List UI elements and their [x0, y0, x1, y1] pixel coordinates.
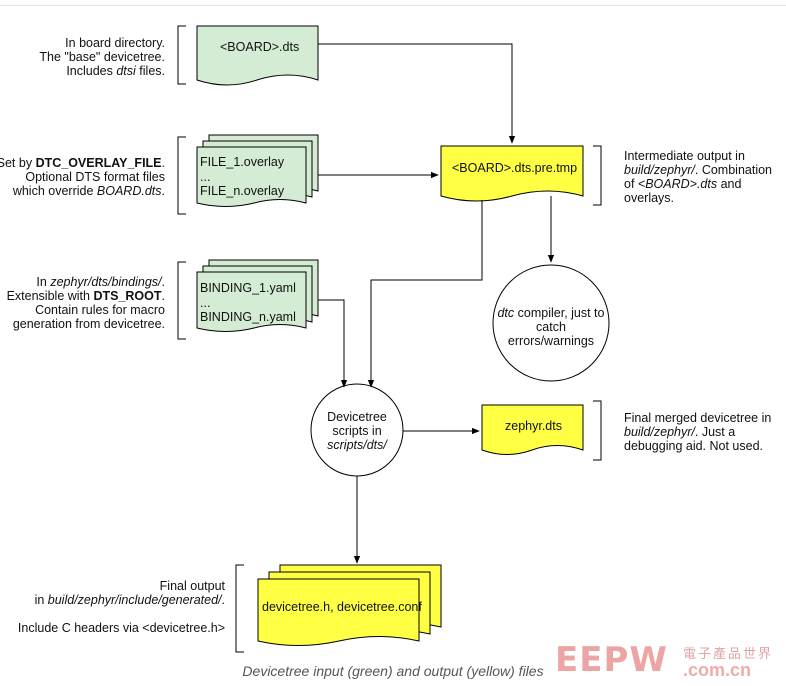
board-note: In board directory.The "base" devicetree…: [39, 36, 165, 78]
pre-tmp-label: <BOARD>.dts.pre.tmp: [452, 161, 578, 175]
zephyr-dts-label: zephyr.dts: [505, 419, 562, 433]
zephyr-dts-shape: [481, 404, 584, 455]
note-line: scripts in: [332, 424, 382, 438]
note-line: errors/warnings: [507, 334, 595, 348]
note-line: which override BOARD.dts.: [12, 184, 165, 198]
board-note-bracket: [177, 25, 186, 85]
note-line: Intermediate output in: [624, 149, 745, 163]
overlay-n-label: FILE_n.overlay: [200, 184, 285, 198]
note-line: Includes dtsi files.: [66, 64, 165, 78]
note-line: debugging aid. Not used.: [624, 439, 763, 453]
note-line: build/zephyr/. Combination: [624, 163, 772, 177]
note-line: overlays.: [624, 191, 675, 205]
top-divider: [0, 5, 786, 6]
board-dts-shape: [196, 25, 319, 86]
eepw-watermark-logo: EEPW 電子產品世界 .com.cn: [555, 640, 785, 684]
note-line: Contain rules for macro: [35, 303, 165, 317]
binding-n-label: BINDING_n.yaml: [200, 310, 296, 324]
arrow-pretmp-to-scripts: [367, 200, 483, 388]
final-output-bracket: [235, 564, 244, 653]
overlay-note: Set by DTC_OVERLAY_FILE.Optional DTS for…: [0, 156, 165, 198]
board-dts-label: <BOARD>.dts: [220, 40, 300, 54]
note-line: Final output: [159, 579, 225, 593]
note-line: of <BOARD>.dts and: [624, 177, 742, 191]
note-line: Include C headers via <devicetree.h>: [17, 621, 225, 635]
overlay-note-bracket: [177, 136, 186, 215]
note-line: Set by DTC_OVERLAY_FILE.: [0, 156, 165, 170]
overlay-stack-front: [196, 146, 307, 207]
bindings-note-bracket: [177, 261, 186, 340]
bindings-note: In zephyr/dts/bindings/.Extensible with …: [7, 275, 165, 331]
note-line: scripts/dts/: [327, 438, 387, 452]
binding-1-label: BINDING_1.yaml: [200, 281, 296, 295]
devicetree-h-label: devicetree.h, devicetree.conf: [262, 600, 422, 614]
binding-stack-front: [196, 271, 307, 332]
figure-caption: Devicetree input (green) and output (yel…: [242, 663, 544, 679]
binding-dots-label: ...: [200, 296, 211, 310]
note-line: In board directory.: [65, 36, 165, 50]
note-line: [18, 607, 225, 621]
arrow-bindings-to-scripts: [318, 299, 348, 388]
merged-note-bracket: [593, 400, 602, 461]
note-line: build/zephyr/. Just a: [624, 425, 736, 439]
note-line: Extensible with DTS_ROOT.: [6, 289, 165, 303]
intermediate-note-bracket: [593, 145, 602, 206]
note-line: catch: [536, 320, 566, 334]
note-line: Final merged devicetree in: [624, 411, 772, 425]
note-line: dtc compiler, just to: [497, 306, 605, 320]
watermark-brand: EEPW: [555, 640, 668, 680]
note-line: Optional DTS format files: [25, 170, 165, 184]
note-line: Devicetree: [327, 410, 387, 424]
devicetree-stack-front: [257, 578, 420, 646]
arrow-board-to-pretmp: [318, 43, 516, 144]
note-line: In zephyr/dts/bindings/.: [36, 275, 165, 289]
overlay-dots-label: ...: [200, 170, 211, 184]
note-line: in build/zephyr/include/generated/.: [34, 593, 225, 607]
dtc-circle-shape: [492, 264, 610, 382]
overlay-1-label: FILE_1.overlay: [200, 155, 285, 169]
note-line: The "base" devicetree.: [39, 50, 165, 64]
pre-tmp-shape: [440, 145, 584, 202]
watermark-url: .com.cn: [683, 660, 752, 680]
watermark-cn-text: 電子產品世界: [683, 646, 774, 661]
note-line: generation from devicetree.: [12, 317, 165, 331]
